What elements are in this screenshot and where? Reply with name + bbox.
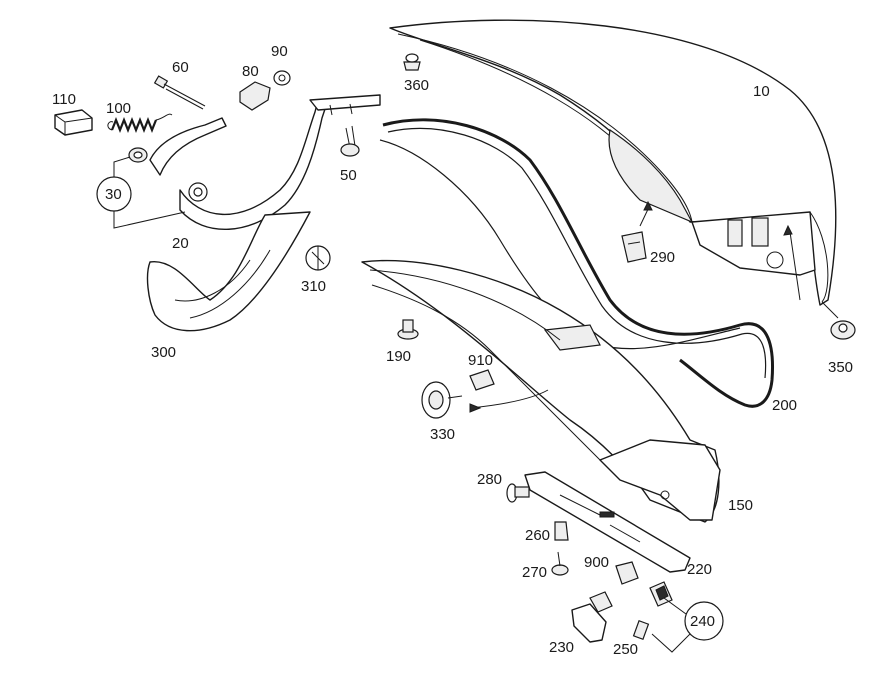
leader-330 (469, 389, 549, 409)
label-330: 330 (430, 426, 455, 443)
label-60: 60 (172, 59, 189, 76)
label-50: 50 (340, 167, 357, 184)
label-110: 110 (52, 91, 76, 108)
strip-part (524, 471, 691, 573)
nut-part (273, 70, 291, 86)
pad-910-part (469, 369, 495, 391)
screw-270-part (551, 551, 569, 576)
label-360: 360 (404, 77, 429, 94)
leader-30a (113, 156, 131, 177)
label-230: 230 (549, 639, 574, 656)
clip-260-part (554, 521, 569, 541)
grommet-part (421, 381, 463, 419)
washer-part (128, 147, 148, 163)
trunk-lid-part (389, 19, 837, 306)
latch-part (571, 591, 613, 643)
label-310: 310 (301, 278, 326, 295)
bolt-part (153, 75, 206, 110)
clip-190-part (397, 319, 419, 340)
leader-350 (789, 231, 801, 301)
cover-part (146, 211, 311, 332)
label-190: 190 (386, 348, 411, 365)
spring-part (107, 113, 173, 133)
label-100: 100 (106, 100, 131, 117)
label-350: 350 (828, 359, 853, 376)
leader-30b (113, 211, 186, 229)
pad-900-part (615, 561, 639, 585)
callout-circle-240 (684, 601, 724, 641)
label-910: 910 (468, 352, 493, 369)
label-280: 280 (477, 471, 502, 488)
label-200: 200 (772, 397, 797, 414)
arrow-330 (469, 403, 482, 413)
label-260: 260 (525, 527, 550, 544)
label-270: 270 (522, 564, 547, 581)
bracket-part (239, 81, 271, 111)
clip-290-part (621, 231, 647, 263)
arrow-290 (643, 200, 653, 211)
trim-panel-part (361, 259, 721, 523)
label-90: 90 (271, 43, 288, 60)
clip-350-part (830, 320, 856, 340)
label-290: 290 (650, 249, 675, 266)
label-10: 10 (753, 83, 770, 100)
clip-360-part (403, 53, 421, 71)
label-900: 900 (584, 554, 609, 571)
label-250: 250 (613, 641, 638, 658)
label-300: 300 (151, 344, 176, 361)
label-220: 220 (687, 561, 712, 578)
label-20: 20 (172, 235, 189, 252)
label-150: 150 (728, 497, 753, 514)
screw-50-part (340, 125, 360, 157)
switch-part (649, 581, 673, 607)
block-part (54, 109, 93, 136)
leader-350b (821, 301, 839, 319)
plug-310-part (305, 245, 331, 271)
screw-280-part (506, 483, 530, 503)
bulb-part (632, 620, 650, 640)
leader-240a (663, 597, 687, 615)
arrow-350 (783, 224, 793, 236)
leader-240b (651, 633, 691, 653)
hinge-part (149, 94, 381, 230)
label-30: 30 (105, 186, 122, 203)
label-80: 80 (242, 63, 259, 80)
label-240: 240 (690, 613, 715, 630)
